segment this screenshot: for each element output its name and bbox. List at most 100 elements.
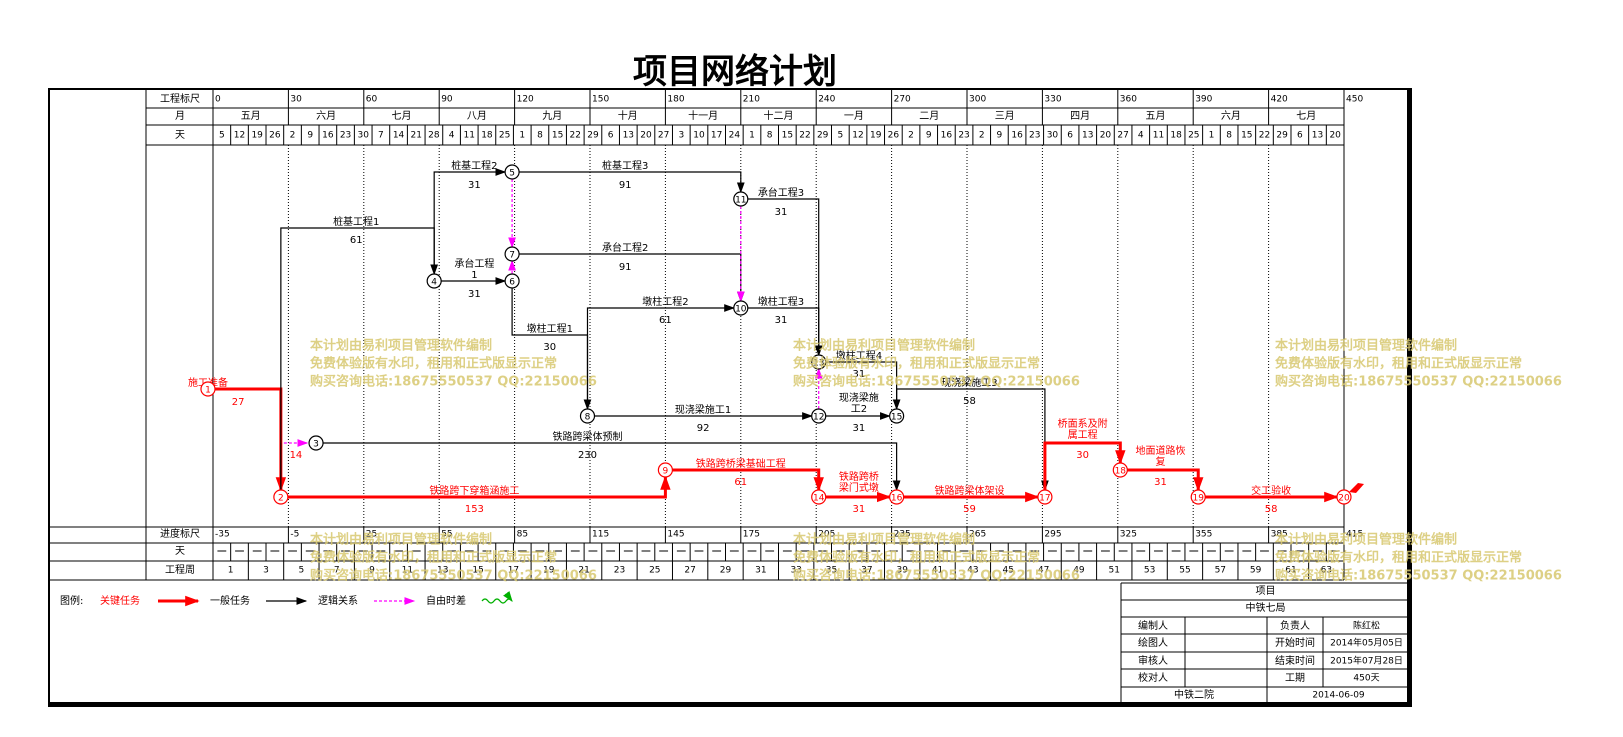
day-label: 1 xyxy=(749,131,755,141)
day-label: 19 xyxy=(251,131,263,141)
week-label: 9 xyxy=(369,566,375,576)
info-role-label: 审核人 xyxy=(1138,654,1168,667)
week-label: 3 xyxy=(263,566,269,576)
day-label: 4 xyxy=(1138,131,1144,141)
day-label: 27 xyxy=(1117,131,1128,141)
day-label: 25 xyxy=(499,131,510,141)
task-name-label: 交工验收 xyxy=(1251,484,1291,497)
task-duration-label: 31 xyxy=(853,423,866,434)
network-node xyxy=(811,489,827,505)
scale-tick-label: 420 xyxy=(1271,95,1288,105)
task-name-label: 1 xyxy=(471,270,477,281)
week-label: 51 xyxy=(1109,566,1120,576)
node-number: 14 xyxy=(813,494,825,504)
watermark-text: 购买咨询电话:18675550537 QQ:22150066 xyxy=(310,374,597,390)
day-label: 26 xyxy=(269,131,281,141)
info-role-label: 编制人 xyxy=(1138,619,1168,632)
header-day-label: 天 xyxy=(175,130,185,141)
day-label: 11 xyxy=(1153,131,1164,141)
progress-tick-label: 205 xyxy=(818,530,835,540)
task-name-label: 桩基工程3 xyxy=(602,159,648,172)
month-label: 二月 xyxy=(919,110,939,122)
task-duration-label: 92 xyxy=(697,423,710,434)
week-label: 27 xyxy=(684,566,695,576)
task-name-label: 桩基工程2 xyxy=(451,159,497,172)
watermark-text: 免费体验版有水印，租用和正式版显示正常 xyxy=(793,356,1040,372)
week-label: 41 xyxy=(932,566,943,576)
watermark-text: 本计划由易利项目管理软件编制 xyxy=(1275,532,1457,548)
progress-tick-label: 175 xyxy=(743,530,760,540)
day-label: 5 xyxy=(219,131,225,141)
task-name-label: 铁路跨下穿箱涵施工 xyxy=(429,484,519,497)
task-arrow xyxy=(287,475,671,499)
task-name-label: 现浇梁施 xyxy=(839,391,879,404)
week-label: 17 xyxy=(508,566,519,576)
info-field-label: 工期 xyxy=(1285,672,1305,684)
week-label: 43 xyxy=(967,566,978,576)
scale-tick-label: 450 xyxy=(1346,95,1363,105)
task-duration-label: 230 xyxy=(578,450,597,461)
info-field-value: 450天 xyxy=(1353,674,1379,684)
progress-tick-label: 415 xyxy=(1346,530,1363,540)
week-label: 25 xyxy=(649,566,660,576)
task-duration-label: 31 xyxy=(853,369,866,380)
node-number: 12 xyxy=(813,413,824,423)
day-label: 30 xyxy=(357,131,369,141)
day-label: 15 xyxy=(782,131,793,141)
day-label: 1 xyxy=(519,131,525,141)
task-duration-label: 31 xyxy=(468,180,481,191)
network-node xyxy=(200,381,216,397)
node-number: 8 xyxy=(585,413,591,423)
progress-tick-label: 265 xyxy=(969,530,986,540)
week-label: 61 xyxy=(1285,566,1296,576)
task-duration-label: 31 xyxy=(853,504,866,515)
task-duration-label: 91 xyxy=(619,180,632,191)
task-name-label: 墩柱工程3 xyxy=(758,295,804,308)
network-node xyxy=(579,408,596,424)
scale-tick-label: 270 xyxy=(894,95,911,105)
info-role-label: 校对人 xyxy=(1138,671,1168,684)
network-node xyxy=(504,164,520,180)
week-label: 47 xyxy=(1038,566,1049,576)
info-org: 中铁二院 xyxy=(1174,688,1214,701)
week-label: 63 xyxy=(1321,566,1332,576)
week-label: 57 xyxy=(1215,566,1226,576)
week-label: 21 xyxy=(578,566,589,576)
day-label: 29 xyxy=(587,131,599,141)
week-label: 49 xyxy=(1073,566,1085,576)
week-label: 37 xyxy=(861,566,872,576)
task-name-label: 铁路跨梁体预制 xyxy=(552,430,622,443)
task-duration-label: 61 xyxy=(659,315,672,326)
day-label: 19 xyxy=(870,131,882,141)
info-field-value: 2015年07月28日 xyxy=(1330,655,1403,667)
day-label: 13 xyxy=(1312,131,1323,141)
week-label: 13 xyxy=(437,566,448,576)
month-label: 五月 xyxy=(241,110,261,122)
week-label: 31 xyxy=(755,566,766,576)
scale-tick-label: 180 xyxy=(667,95,684,105)
day-label: 9 xyxy=(926,131,932,141)
week-label: 45 xyxy=(1003,566,1014,576)
day-label: 12 xyxy=(234,131,245,141)
node-number: 17 xyxy=(1039,494,1050,504)
week-label: 11 xyxy=(402,566,413,576)
week-label: 19 xyxy=(543,566,555,576)
day-label: 21 xyxy=(411,131,422,141)
scale-tick-label: 210 xyxy=(743,95,760,105)
week-label: 33 xyxy=(790,566,801,576)
info-field-label: 结束时间 xyxy=(1275,654,1315,667)
task-duration-label: 27 xyxy=(232,397,245,408)
info-field-label: 负责人 xyxy=(1280,619,1310,632)
week-label: 15 xyxy=(472,566,483,576)
week-label: 29 xyxy=(720,566,732,576)
month-label: 四月 xyxy=(1070,110,1090,122)
legend-logic-label: 逻辑关系 xyxy=(318,594,358,607)
day-label: 23 xyxy=(958,131,969,141)
network-node xyxy=(889,408,905,424)
day-label: 11 xyxy=(464,131,475,141)
node-number: 9 xyxy=(663,467,669,477)
task-duration-label: 153 xyxy=(465,504,484,515)
task-arrow xyxy=(747,198,823,357)
legend-normal-label: 一般任务 xyxy=(210,594,250,607)
